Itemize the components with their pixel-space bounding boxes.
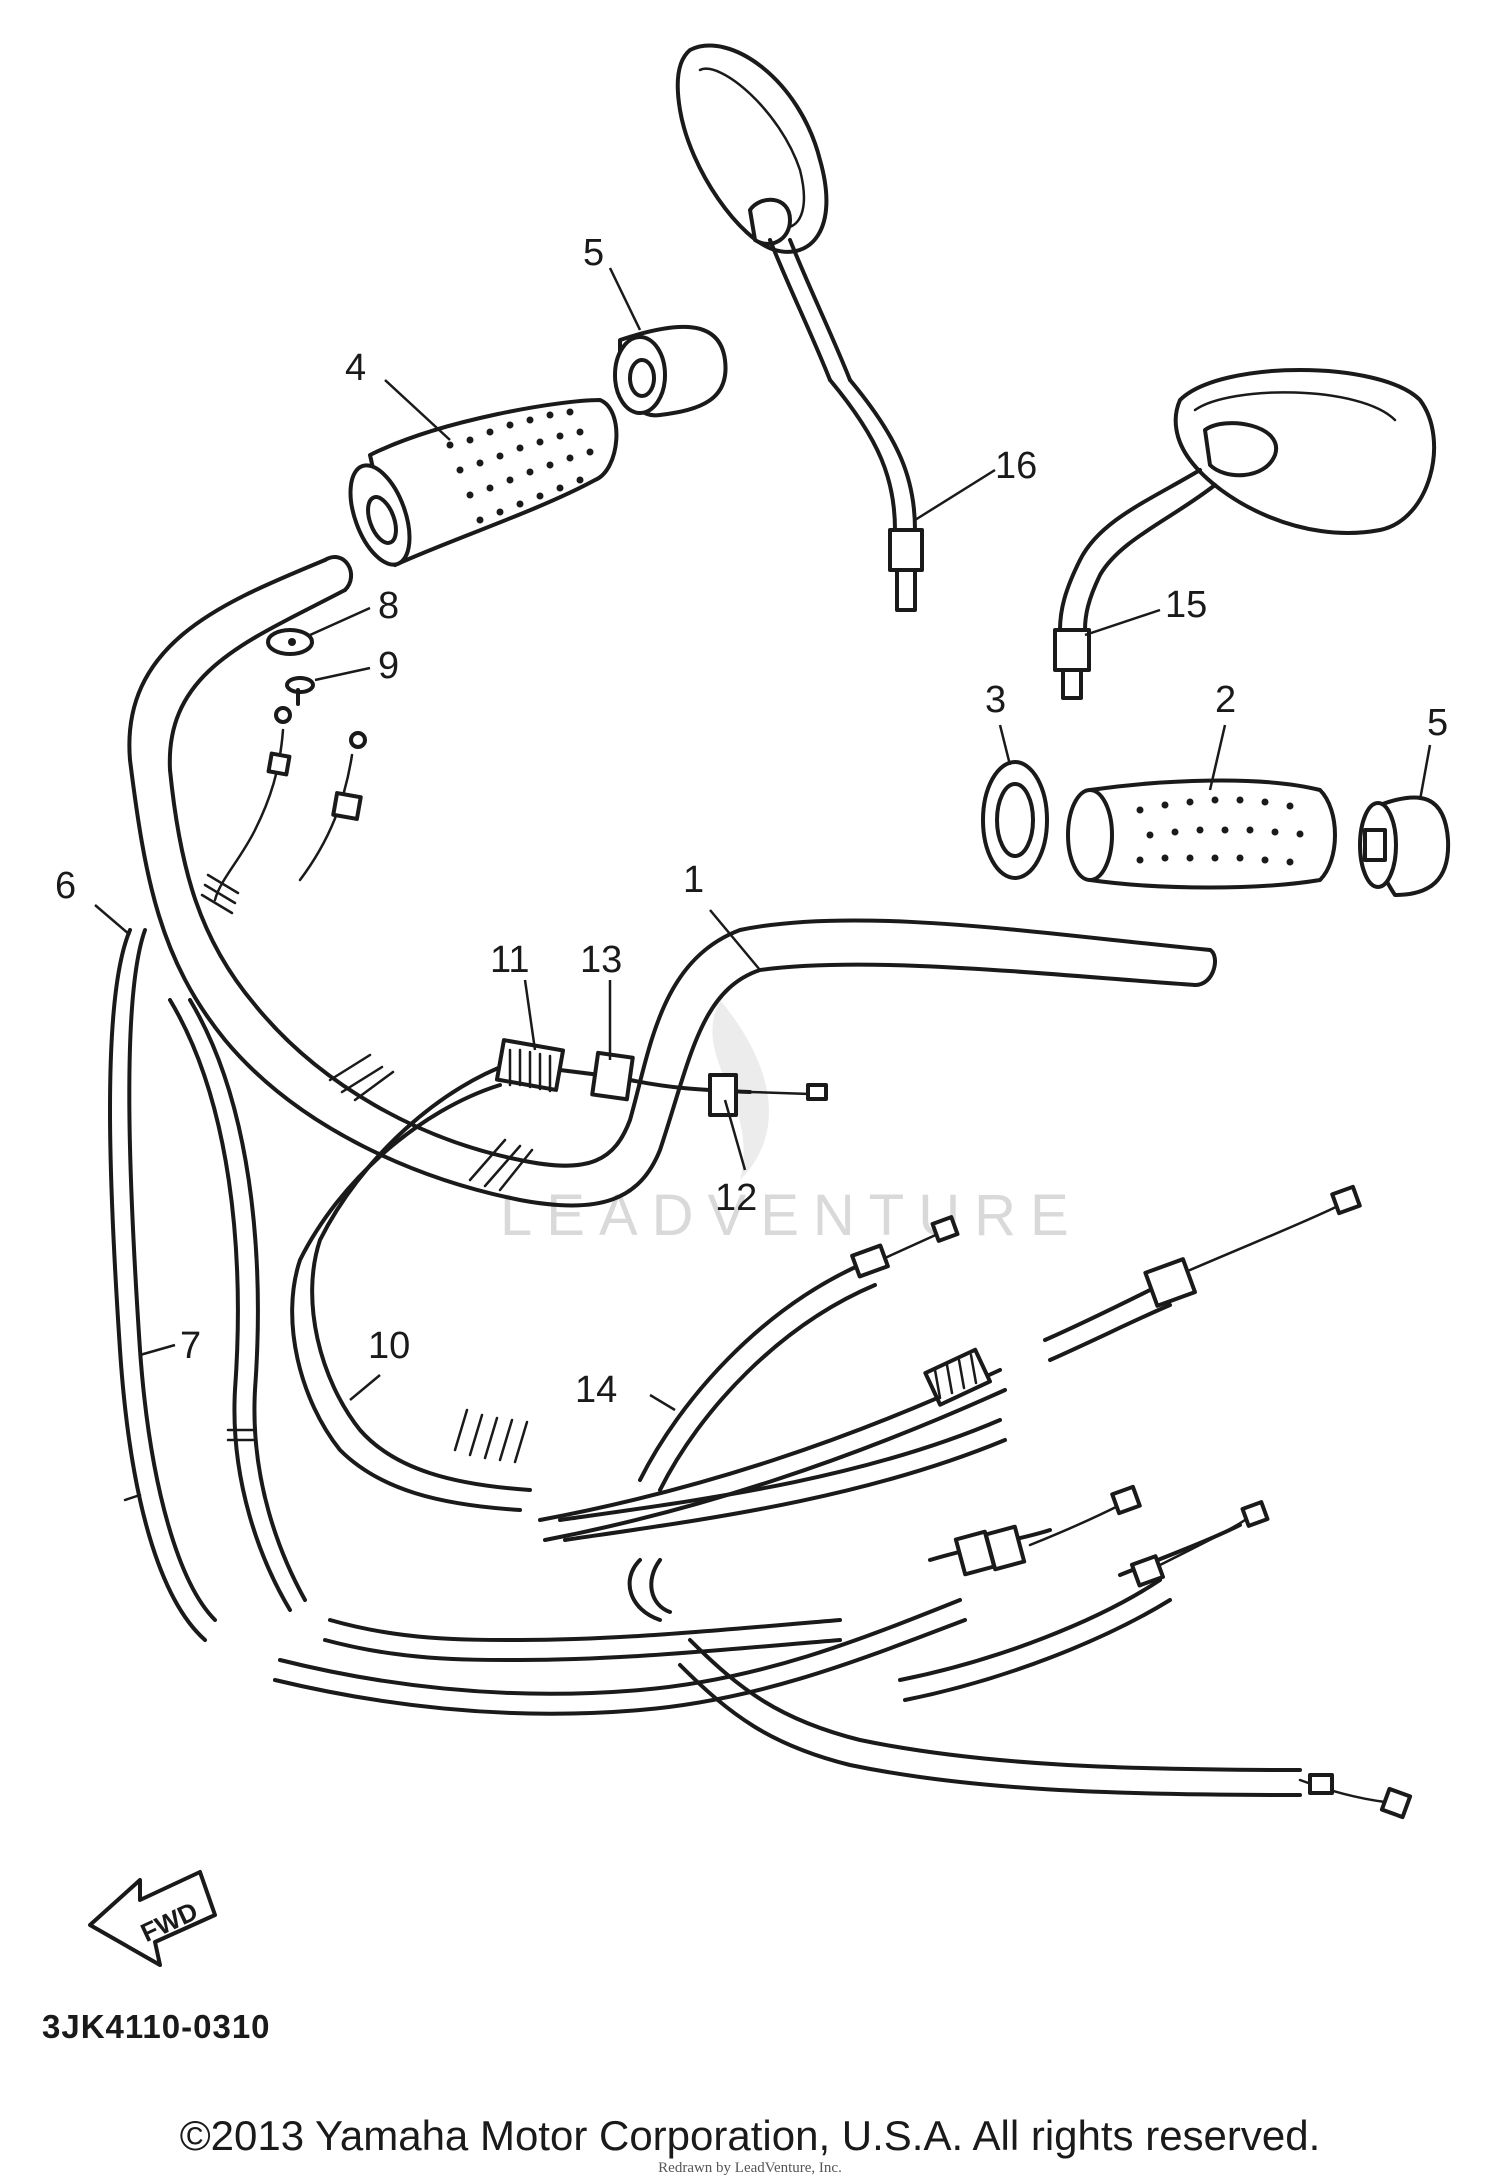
callout-5-left: 5	[583, 232, 604, 274]
callout-5-right: 5	[1427, 702, 1448, 744]
callouts: 1 2 3 4 5 5 6 7 8 9 10 11 12 13 14 15 16	[55, 232, 1448, 1411]
callout-8: 8	[378, 585, 399, 627]
callout-14: 14	[575, 1369, 617, 1411]
bar-end-right	[1358, 795, 1451, 897]
cable-upper-right	[538, 1184, 1362, 1542]
clip-8	[266, 628, 314, 656]
cable-10	[290, 1038, 828, 1512]
mirror-lower	[1053, 368, 1436, 700]
callout-1: 1	[683, 859, 704, 901]
callout-12: 12	[715, 1177, 757, 1219]
right-grip-2	[1066, 778, 1337, 890]
left-grip	[348, 398, 619, 567]
callout-13: 13	[580, 939, 622, 981]
grip-dots	[446, 408, 594, 524]
callout-4: 4	[345, 347, 366, 389]
fwd-arrow: FWD	[88, 1870, 217, 1967]
redrawn-note: Redrawn by LeadVenture, Inc.	[658, 2160, 842, 2176]
callout-7: 7	[180, 1325, 201, 1367]
cable-14	[638, 1215, 960, 1492]
diagram-code: 3JK4110-0310	[42, 2008, 271, 2045]
copyright-notice: ©2013 Yamaha Motor Corporation, U.S.A. A…	[179, 2112, 1321, 2159]
handlebar	[127, 555, 1217, 1208]
right-grip-3	[981, 760, 1049, 880]
screw-9	[285, 676, 315, 706]
cable-7	[108, 928, 307, 1642]
lower-cables	[273, 1418, 1302, 1797]
callout-16: 16	[995, 445, 1037, 487]
watermark-text: LEADVENTURE	[500, 1183, 1083, 1248]
callout-2: 2	[1215, 679, 1236, 721]
callout-15: 15	[1165, 584, 1207, 626]
callout-11: 11	[490, 939, 529, 981]
leader-lines	[94, 267, 1432, 1412]
callout-9: 9	[378, 645, 399, 687]
bar-end-left	[613, 324, 728, 418]
callout-6: 6	[55, 865, 76, 907]
mirror-upper	[675, 43, 924, 612]
cable-lower-right	[928, 1484, 1413, 1820]
left-lever-cables	[200, 706, 367, 915]
grip-dots-right	[1136, 796, 1304, 866]
callout-3: 3	[985, 679, 1006, 721]
callout-10: 10	[368, 1325, 410, 1367]
watermark: LEADVENTURE	[500, 1000, 1083, 1248]
